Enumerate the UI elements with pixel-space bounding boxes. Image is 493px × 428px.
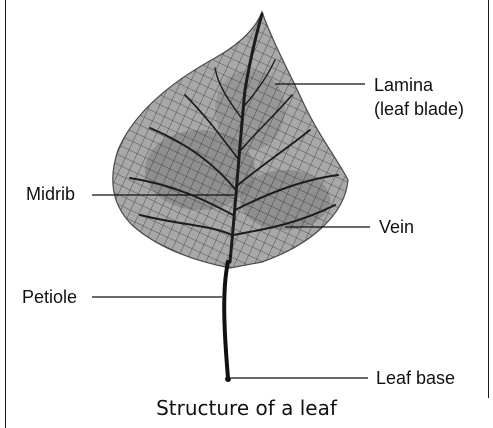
label-petiole: Petiole (22, 286, 77, 308)
label-lamina: Lamina (374, 74, 433, 96)
label-vein: Vein (379, 216, 414, 238)
leaf-base-dot (225, 376, 231, 382)
label-midrib: Midrib (26, 183, 75, 205)
petiole (224, 262, 228, 378)
lamina-shape (113, 12, 348, 268)
label-leaf-base: Leaf base (376, 367, 455, 389)
label-lamina-sub: (leaf blade) (374, 98, 464, 120)
diagram-caption: Structure of a leaf (0, 396, 493, 420)
